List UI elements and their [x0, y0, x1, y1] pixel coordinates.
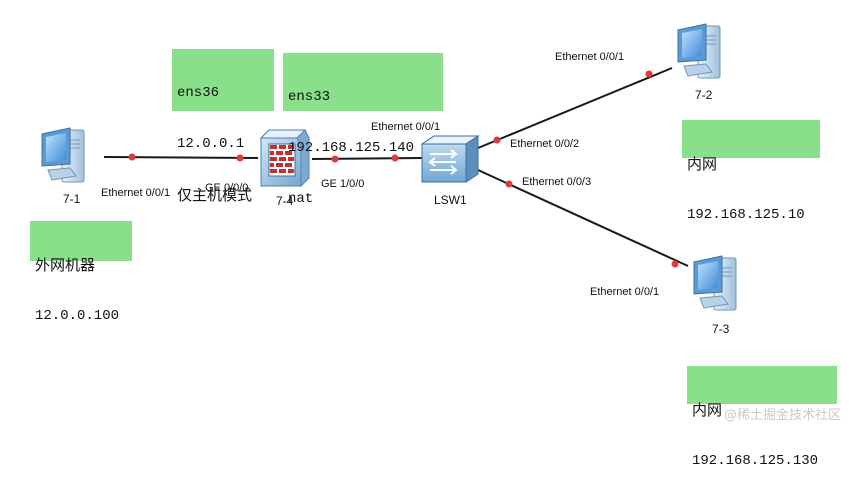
port-dots: [128, 70, 679, 268]
port-label-fw-ge100: GE 1/0/0: [321, 178, 365, 190]
pc-73-icon[interactable]: [693, 255, 737, 311]
port-dot-fw-ge100: [331, 155, 339, 163]
device-label-71: 7-1: [63, 192, 81, 206]
port-dot-sw-port2: [493, 136, 501, 144]
port-dot-pc73: [671, 260, 679, 268]
pc-71-icon[interactable]: [41, 127, 85, 183]
port-label-sw-port3: Ethernet 0/0/3: [522, 176, 592, 188]
note-ens33-name: ens33: [288, 89, 331, 105]
switch-lsw1-icon[interactable]: [420, 135, 480, 183]
links: [103, 67, 689, 267]
port-label-fw-ge000: GE 0/0/0: [205, 182, 249, 194]
note-ens36-mode: 仅主机模式: [177, 186, 253, 204]
topology-canvas: [41, 23, 737, 311]
link-fw-sw: [311, 157, 423, 160]
port-label-pc73: Ethernet 0/0/1: [590, 286, 660, 298]
note-inner-72-ip: 192.168.125.10: [687, 207, 805, 223]
note-ens36: ens36 12.0.0.1 仅主机模式: [172, 49, 274, 204]
port-dot-sw-port1: [391, 154, 399, 162]
note-outer-ip: 12.0.0.100: [35, 308, 120, 324]
watermark: @稀土掘金技术社区: [723, 408, 841, 423]
note-inner-73-ip: 192.168.125.130: [692, 453, 819, 469]
note-ens36-name: ens36: [177, 85, 220, 101]
note-ens36-ip: 12.0.0.1: [177, 136, 245, 152]
port-label-sw-port2: Ethernet 0/0/2: [510, 138, 580, 150]
port-dot-fw-ge000: [236, 154, 244, 162]
port-dot-pc72: [645, 70, 653, 78]
note-inner-73: 内网 192.168.125.130: [687, 366, 837, 469]
port-label-pc71: Ethernet 0/0/1: [101, 187, 171, 199]
device-label-lsw1: LSW1: [434, 193, 467, 207]
note-ens33-mode: nat: [288, 191, 314, 207]
note-inner-73-title: 内网: [692, 401, 723, 419]
link-sw-pc73: [477, 169, 689, 267]
firewall-74-icon[interactable]: [259, 129, 310, 187]
link-sw-pc72: [477, 67, 673, 149]
port-dot-pc71: [128, 153, 136, 161]
device-label-73: 7-3: [712, 322, 730, 336]
port-label-pc72: Ethernet 0/0/1: [555, 51, 625, 63]
note-inner-72: 内网 192.168.125.10: [682, 120, 820, 223]
note-ens33-ip: 192.168.125.140: [288, 140, 415, 156]
port-dot-sw-port3: [505, 180, 513, 188]
port-label-sw-port1: Ethernet 0/0/1: [371, 121, 441, 133]
note-ens33: ens33 192.168.125.140 nat: [283, 53, 443, 207]
note-outer-host: 外网机器 12.0.0.100: [30, 221, 132, 324]
pc-72-icon[interactable]: [677, 23, 721, 79]
device-label-72: 7-2: [695, 88, 713, 102]
note-inner-72-title: 内网: [687, 155, 718, 173]
note-outer-title: 外网机器: [35, 256, 96, 274]
device-label-74: 7-4: [276, 194, 294, 208]
